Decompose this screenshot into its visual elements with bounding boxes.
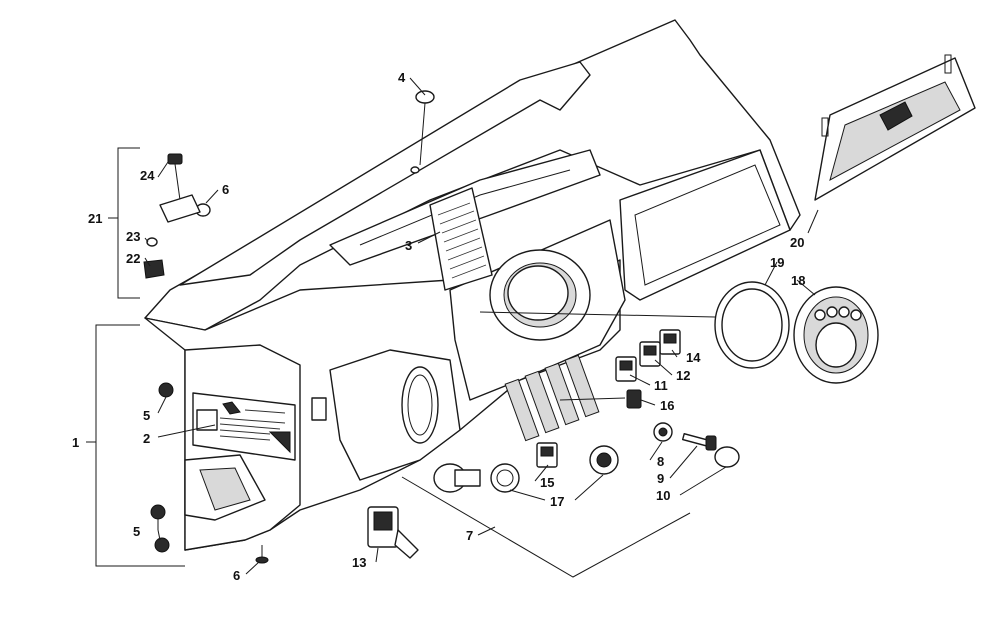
callout-23: 23 — [126, 229, 140, 244]
glovebox-door-20 — [814, 54, 976, 201]
callout-8: 8 — [657, 454, 664, 469]
hour-meter — [433, 463, 481, 493]
callout-1: 1 — [72, 435, 79, 450]
bracket-24 — [159, 153, 201, 223]
screw-5a — [158, 382, 174, 398]
callout-19: 19 — [770, 255, 784, 270]
switch-11 — [615, 356, 637, 382]
ignition-nut-8 — [653, 422, 673, 442]
ignition-key-9 — [681, 433, 717, 451]
switch-blank-16 — [626, 389, 642, 409]
washer-23 — [146, 237, 158, 247]
callout-24: 24 — [140, 168, 155, 183]
callout-12: 12 — [676, 368, 690, 383]
warning-label-3 — [429, 187, 493, 291]
callout-15: 15 — [540, 475, 554, 490]
callout-5-upper: 5 — [143, 408, 150, 423]
fastener-4 — [410, 90, 435, 174]
callout-3: 3 — [405, 238, 412, 253]
screw-5b — [150, 504, 166, 520]
callout-9: 9 — [657, 471, 664, 486]
clip-22 — [143, 259, 165, 279]
callout-16: 16 — [660, 398, 674, 413]
callout-18: 18 — [791, 273, 805, 288]
gauge-bezel-19 — [714, 281, 790, 369]
callout-13: 13 — [352, 555, 366, 570]
switch-14 — [659, 329, 681, 355]
switch-15 — [536, 442, 558, 468]
bracket-line-21 — [117, 147, 140, 299]
bracket-line-7 — [401, 476, 691, 578]
rivet-6b — [255, 545, 269, 564]
callout-20: 20 — [790, 235, 804, 250]
callout-17: 17 — [550, 494, 564, 509]
key-cap-10 — [714, 446, 740, 468]
screw-5c — [154, 537, 170, 553]
callout-11: 11 — [654, 378, 668, 393]
callout-4: 4 — [398, 70, 406, 85]
warning-label-2 — [192, 392, 296, 461]
rocker-switch-13 — [367, 506, 419, 559]
callout-14: 14 — [686, 350, 701, 365]
callout-5-lower: 5 — [133, 524, 140, 539]
power-outlet-17 — [490, 445, 619, 493]
callout-10: 10 — [656, 488, 670, 503]
bracket-line-1 — [95, 324, 185, 567]
leader-lines — [86, 77, 819, 575]
callout-22: 22 — [126, 251, 140, 266]
callout-2: 2 — [143, 431, 150, 446]
callout-6-lower: 6 — [233, 568, 240, 583]
callout-labels: 1 2 3 4 5 5 6 6 7 8 9 10 11 12 13 14 15 … — [72, 70, 805, 583]
callout-21: 21 — [88, 211, 102, 226]
callout-6-upper: 6 — [222, 182, 229, 197]
speedometer-18 — [793, 286, 879, 384]
callout-7: 7 — [466, 528, 473, 543]
